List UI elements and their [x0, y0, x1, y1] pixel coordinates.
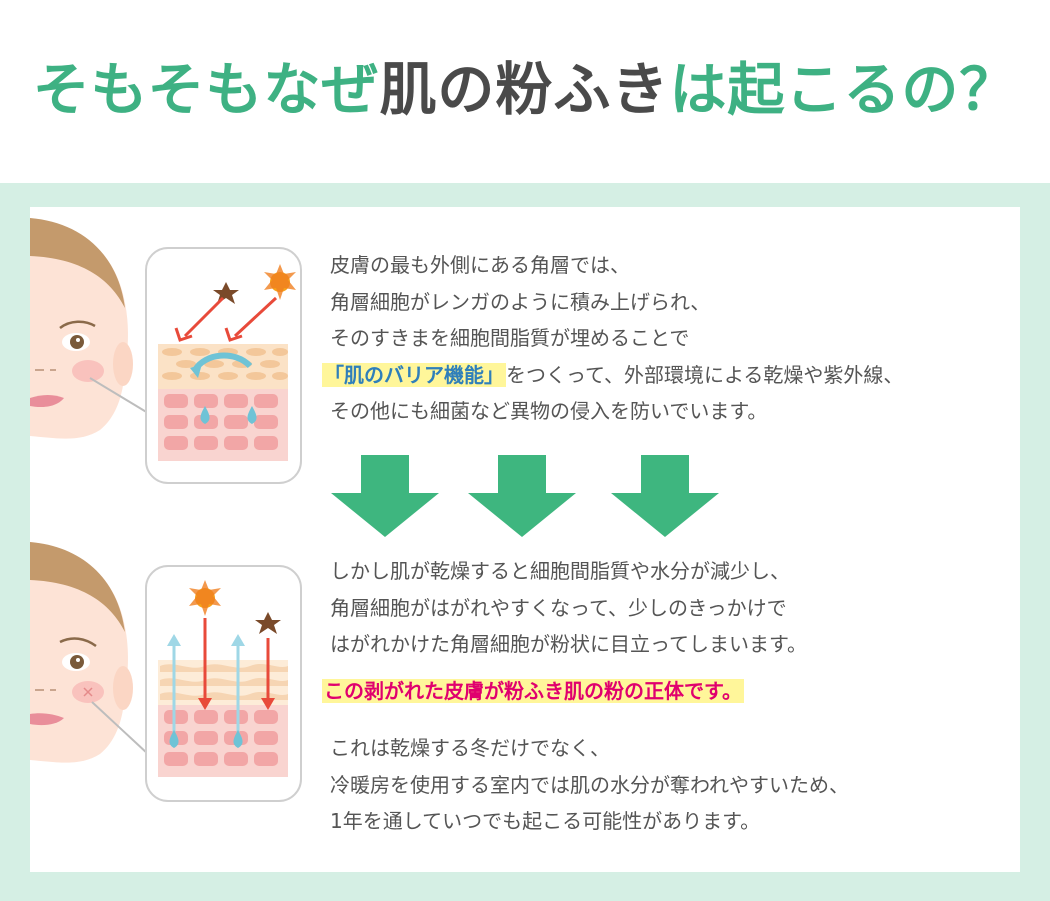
text-line: 皮膚の最も外側にある角層では、	[330, 253, 630, 277]
title-part-2: 肌の粉ふき	[379, 56, 670, 123]
dry-skin-illustration	[30, 542, 302, 802]
text-line: その他にも細菌など異物の侵入を防いでいます。	[330, 399, 768, 423]
explanation-block-2: しかし肌が乾燥すると細胞間脂質や水分が減少し、 角層細胞がはがれやすくなって、少…	[330, 553, 807, 663]
down-arrow-icon	[468, 455, 576, 537]
down-arrow-icon	[331, 455, 439, 537]
text-line: 「肌のバリア機能」をつくって、外部環境による乾燥や紫外線、	[322, 357, 903, 394]
page-title: そもそもなぜ肌の粉ふきは起こるの？	[0, 40, 1050, 140]
explanation-block-1: 皮膚の最も外側にある角層では、 角層細胞がレンガのように積み上げられ、 そのすき…	[322, 247, 903, 430]
text-line: はがれかけた角層細胞が粉状に目立ってしまいます。	[330, 632, 807, 656]
text-line: 冷暖房を使用する室内では肌の水分が奪われやすいため、	[330, 772, 849, 797]
text-line: 角層細胞がはがれやすくなって、少しのきっかけで	[330, 595, 787, 620]
explanation-block-3: これは乾燥する冬だけでなく、 冷暖房を使用する室内では肌の水分が奪われやすいため…	[330, 730, 849, 840]
title-part-1: そもそもなぜ	[32, 56, 380, 123]
text-line: これは乾燥する冬だけでなく、	[330, 736, 610, 760]
text-line: 1年を通していつでも起こる可能性があります。	[330, 809, 761, 833]
text-line: しかし肌が乾燥すると細胞間脂質や水分が減少し、	[330, 559, 790, 583]
barrier-function-highlight: 「肌のバリア機能」	[322, 362, 506, 387]
healthy-skin-illustration	[30, 218, 302, 484]
key-statement: この剥がれた皮膚が粉ふき肌の粉の正体です。	[322, 673, 744, 709]
title-part-3: は起こるの？	[669, 56, 1018, 123]
down-arrow-icon	[611, 455, 719, 537]
text-fragment: をつくって、外部環境による乾燥や紫外線、	[506, 362, 904, 387]
text-line: そのすきまを細胞間脂質が埋めることで	[330, 326, 690, 350]
powder-cause-highlight: この剥がれた皮膚が粉ふき肌の粉の正体です。	[322, 679, 744, 703]
text-line: 角層細胞がレンガのように積み上げられ、	[330, 289, 711, 314]
